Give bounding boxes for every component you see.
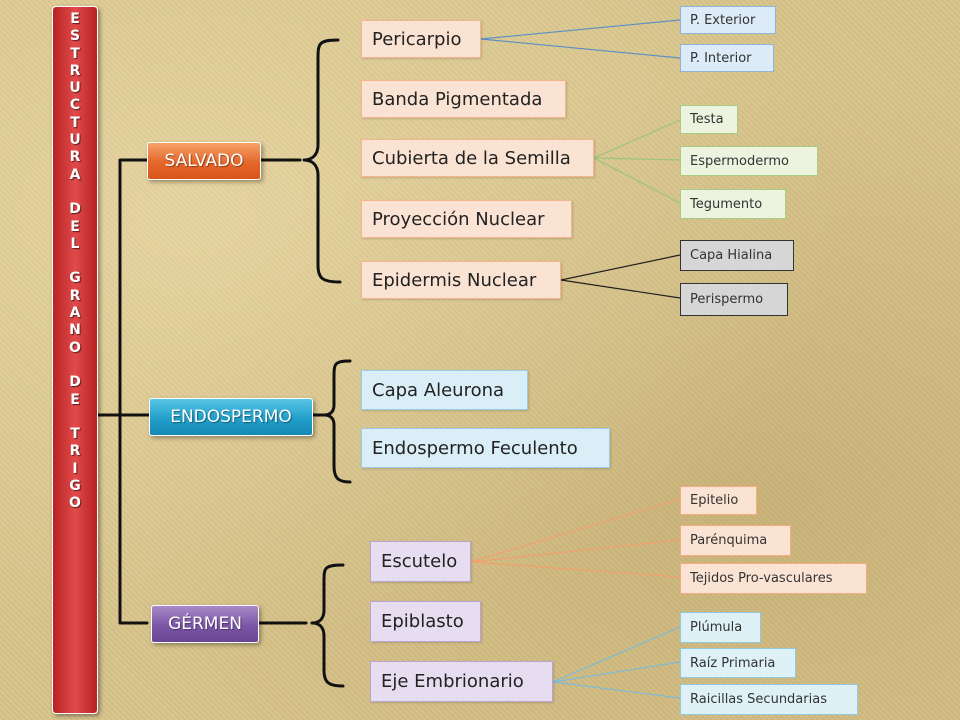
title-letter: D — [69, 201, 81, 218]
leaf-tegumento: Tegumento — [680, 189, 786, 219]
title-letter: E — [70, 218, 80, 235]
category-salvado: SALVADO — [147, 142, 261, 180]
title-letter: R — [69, 287, 81, 304]
layer-proyeccion-nuclear: Proyección Nuclear — [361, 200, 572, 238]
title-letter: O — [69, 339, 81, 356]
leaf-capa-hialina: Capa Hialina — [680, 240, 794, 271]
salvado-bracket — [257, 38, 342, 284]
category-germen: GÉRMEN — [151, 605, 259, 643]
leaf-raicillas-secundarias: Raicillas Secundarias — [680, 684, 858, 715]
title-letter: E — [70, 391, 80, 408]
endospermo-bracket — [309, 359, 352, 484]
layer-eje-embrionario: Eje Embrionario — [370, 661, 553, 702]
leaf-plumula: Plúmula — [680, 612, 761, 643]
layer-epidermis-nuclear: Epidermis Nuclear — [361, 261, 561, 299]
title-letter: N — [69, 322, 81, 339]
leaf-p-interior: P. Interior — [680, 44, 774, 72]
category-endospermo: ENDOSPERMO — [149, 398, 313, 436]
title-letter: R — [69, 62, 81, 79]
title-letter: T — [70, 45, 80, 62]
title-letter: D — [69, 374, 81, 391]
layer-endospermo-feculento: Endospermo Feculento — [361, 428, 610, 468]
title-letter: I — [72, 460, 78, 477]
germen-bracket — [255, 563, 345, 688]
title-letter: S — [69, 28, 81, 45]
title-letter: C — [69, 97, 81, 114]
title-letter: E — [70, 11, 80, 27]
title-letter: R — [69, 149, 81, 166]
title-letter: A — [69, 166, 81, 183]
leaf-espermodermo: Espermodermo — [680, 146, 818, 176]
leaf-raiz-primaria: Raíz Primaria — [680, 648, 796, 678]
title-letter: O — [69, 495, 81, 512]
title-letter: R — [69, 443, 81, 460]
title-letter: G — [69, 270, 81, 287]
leaf-p-exterior: P. Exterior — [680, 6, 776, 34]
title-letter: U — [69, 80, 81, 97]
layer-escutelo: Escutelo — [370, 541, 471, 582]
layer-cubierta-semilla: Cubierta de la Semilla — [361, 139, 594, 177]
title-letter: U — [69, 132, 81, 149]
title-letter: G — [69, 478, 81, 495]
title-letter: T — [70, 114, 80, 131]
leaf-parenquima: Parénquima — [680, 525, 791, 556]
leaf-testa: Testa — [680, 105, 738, 134]
title-letter: L — [70, 235, 80, 252]
title-letter: T — [70, 426, 80, 443]
layer-banda-pigmentada: Banda Pigmentada — [361, 80, 566, 118]
layer-epiblasto: Epiblasto — [370, 601, 481, 642]
leaf-epitelio: Epitelio — [680, 486, 757, 515]
leaf-tejidos-pro-vasculares: Tejidos Pro-vasculares — [680, 563, 867, 594]
layer-capa-aleurona: Capa Aleurona — [361, 370, 528, 410]
trunk-vertical — [118, 158, 149, 625]
title-letter: A — [69, 305, 81, 322]
layer-pericarpio: Pericarpio — [361, 20, 481, 58]
leaf-perispermo: Perispermo — [680, 283, 788, 316]
